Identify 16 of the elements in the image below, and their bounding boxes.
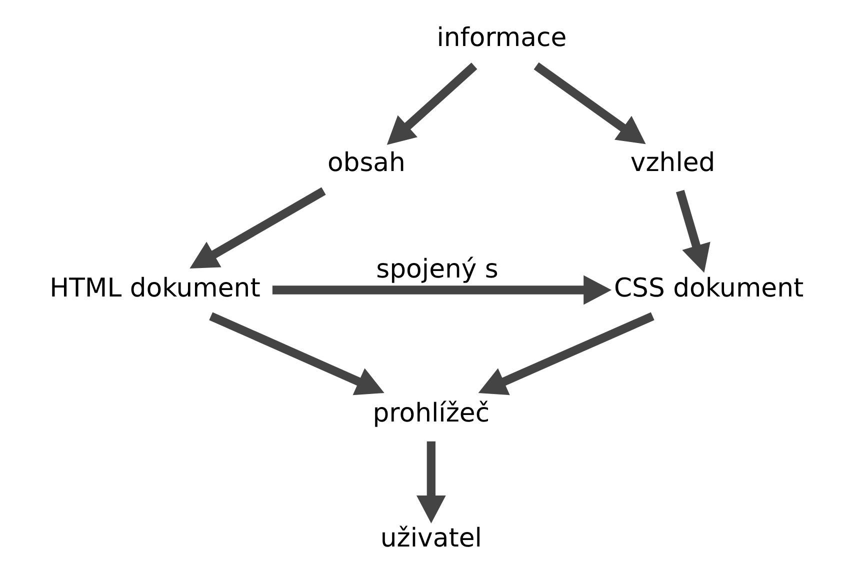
node-text: uživatel bbox=[380, 524, 482, 554]
node-text: CSS dokument bbox=[614, 273, 804, 304]
arrow bbox=[272, 275, 612, 305]
node-text: prohlížeč bbox=[372, 398, 490, 428]
arrow bbox=[190, 187, 326, 268]
node-text: obsah bbox=[327, 148, 406, 178]
arrow bbox=[209, 312, 384, 396]
arrow bbox=[534, 62, 646, 144]
arrow bbox=[416, 441, 446, 524]
arrow bbox=[478, 312, 654, 396]
edge-label: spojený s bbox=[376, 254, 498, 285]
arrow bbox=[386, 62, 478, 145]
node-text: informace bbox=[436, 23, 567, 54]
node-text: HTML dokument bbox=[50, 273, 260, 304]
node-text: vzhled bbox=[630, 148, 716, 178]
arrow bbox=[676, 190, 710, 273]
